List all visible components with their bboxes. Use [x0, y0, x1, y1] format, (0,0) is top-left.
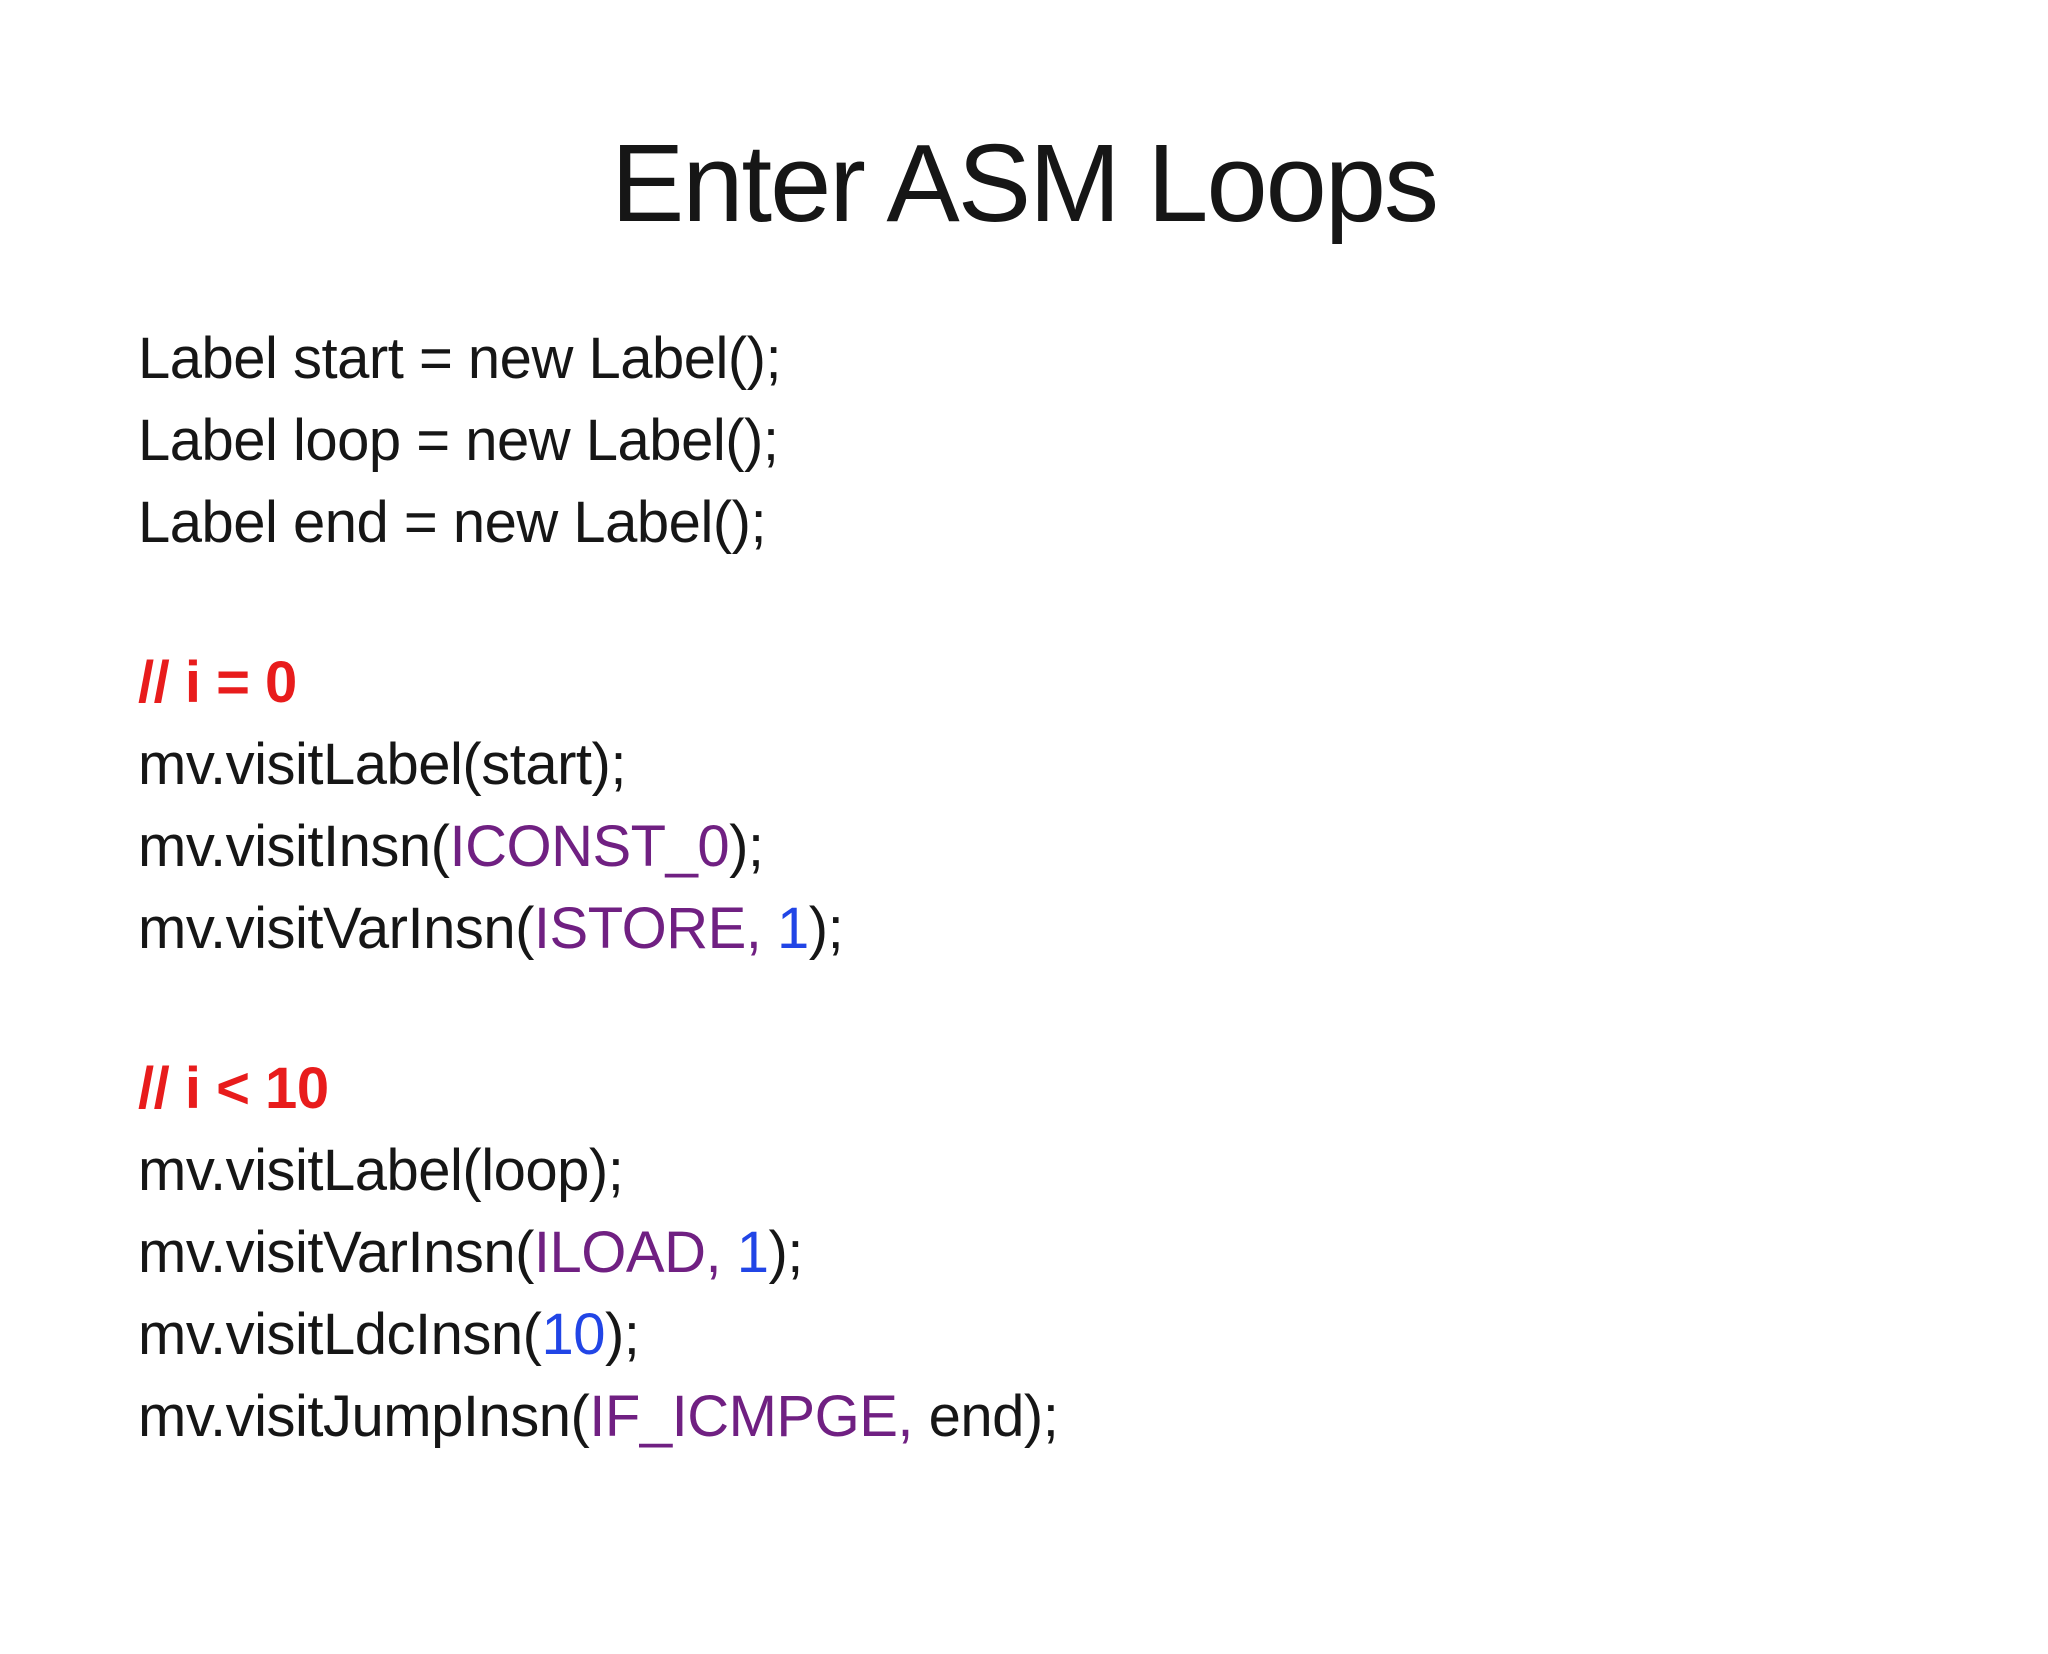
code-line: mv.visitLdcInsn(10); — [138, 1294, 2048, 1376]
code-token-text: mv.visitLdcInsn( — [138, 1302, 542, 1367]
code-token-comment: // i = 0 — [138, 650, 297, 715]
code-token-opcode: ILOAD, — [533, 1220, 722, 1285]
code-area: Label start = new Label(); Label loop = n… — [138, 318, 2048, 1458]
code-token-number: 1 — [777, 896, 809, 961]
code-line: Label loop = new Label(); — [138, 400, 2048, 482]
code-block-label-declarations: Label start = new Label(); Label loop = n… — [138, 318, 2048, 564]
code-block-init-i-equals-0: // i = 0 mv.visitLabel(start); mv.visitIns… — [138, 642, 2048, 970]
code-token-text: Label start = new Label(); — [138, 326, 782, 391]
slide-title: Enter ASM Loops — [610, 122, 1439, 245]
code-token-text: mv.visitJumpInsn( — [138, 1384, 590, 1449]
code-line: mv.visitVarInsn(ILOAD, 1); — [138, 1212, 2048, 1294]
code-token-number: 10 — [541, 1302, 605, 1367]
code-line: Label end = new Label(); — [138, 482, 2048, 564]
code-token-text: end); — [913, 1384, 1059, 1449]
code-line: mv.visitInsn(ICONST_0); — [138, 806, 2048, 888]
code-line: // i < 10 — [138, 1048, 2048, 1130]
code-token-comment: // i < 10 — [138, 1056, 329, 1121]
code-token-text: mv.visitLabel(start); — [138, 732, 626, 797]
code-token-text — [721, 1220, 737, 1285]
code-token-text: ); — [604, 1302, 640, 1367]
code-token-number: 1 — [736, 1220, 769, 1285]
code-line: mv.visitJumpInsn(IF_ICMPGE, end); — [138, 1376, 2048, 1458]
code-line: // i = 0 — [138, 642, 2048, 724]
code-line: Label start = new Label(); — [138, 318, 2048, 400]
code-line: mv.visitLabel(start); — [138, 724, 2048, 806]
code-block-condition-i-less-than-10: // i < 10 mv.visitLabel(loop); mv.visitVar… — [138, 1048, 2048, 1458]
code-token-text: ); — [768, 1220, 803, 1285]
code-token-text: mv.visitInsn( — [138, 814, 450, 879]
code-line: mv.visitVarInsn(ISTORE, 1); — [138, 888, 2048, 970]
code-token-text: mv.visitVarInsn( — [138, 896, 534, 961]
code-token-text: Label loop = new Label(); — [138, 408, 779, 473]
code-line: mv.visitLabel(loop); — [138, 1130, 2048, 1212]
code-token-text: ); — [729, 814, 764, 879]
code-token-text: ); — [808, 896, 844, 961]
code-token-text: Label end = new Label(); — [138, 490, 767, 555]
code-token-opcode: IF_ICMPGE, — [589, 1384, 913, 1449]
code-token-text: mv.visitLabel(loop); — [138, 1138, 624, 1203]
code-token-opcode: ISTORE, — [533, 896, 762, 961]
code-token-text: mv.visitVarInsn( — [138, 1220, 534, 1285]
code-token-text — [761, 896, 777, 961]
presentation-slide: Enter ASM Loops Label start = new Label(… — [0, 118, 2048, 1654]
code-token-opcode: ICONST_0 — [449, 814, 730, 879]
